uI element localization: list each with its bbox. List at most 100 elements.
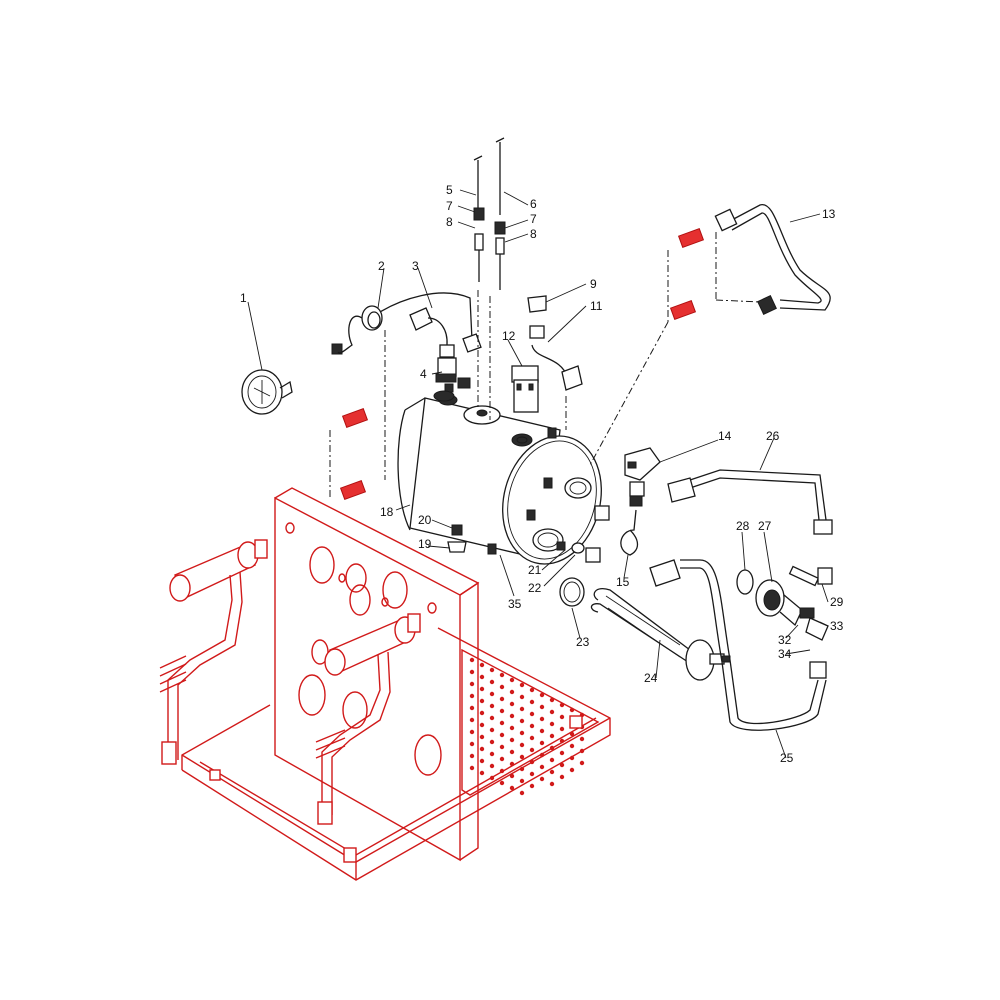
drip-tray-hole [529, 735, 535, 741]
drip-tray-hole [469, 693, 475, 699]
drip-tray-hole [499, 708, 505, 714]
callout-29: 29 [830, 595, 844, 609]
drip-tray-hole [529, 711, 535, 717]
drip-tray-hole [539, 716, 545, 722]
drip-tray-hole [529, 783, 535, 789]
drip-tray-hole [499, 768, 505, 774]
callout-8a: 8 [446, 215, 453, 229]
safety-valve [511, 365, 539, 413]
drip-tray-hole [469, 705, 475, 711]
drip-tray-hole [479, 734, 485, 740]
drip-tray-hole [489, 739, 495, 745]
callout-14: 14 [718, 429, 732, 443]
callout-18: 18 [380, 505, 394, 519]
drip-tray-hole [519, 730, 525, 736]
drip-tray-hole [519, 778, 525, 784]
callout-24: 24 [644, 671, 658, 685]
drip-tray-hole [479, 746, 485, 752]
callout-7b: 7 [530, 212, 537, 226]
pressure-switch-tube [585, 505, 639, 563]
boiler [397, 383, 602, 565]
drip-tray-hole [489, 703, 495, 709]
drip-tray-hole [559, 750, 565, 756]
drip-tray-hole [579, 736, 585, 742]
callout-22: 22 [528, 581, 542, 595]
drip-tray-hole [519, 790, 525, 796]
callout-6: 6 [530, 197, 537, 211]
heating-element [590, 588, 731, 681]
callout-13: 13 [822, 207, 836, 221]
drip-tray-hole [509, 737, 515, 743]
drip-tray-hole [479, 674, 485, 680]
drip-tray-hole [479, 686, 485, 692]
callout-11: 11 [590, 299, 603, 313]
drip-tray-hole [549, 733, 555, 739]
hot-water-tubes [649, 469, 833, 731]
pump-tube [589, 204, 831, 466]
drip-tray-hole [559, 726, 565, 732]
callout-28: 28 [736, 519, 750, 533]
drip-tray-hole [479, 698, 485, 704]
drip-tray-hole [529, 771, 535, 777]
drip-tray-hole [489, 667, 495, 673]
drip-tray-hole [569, 743, 575, 749]
drip-tray-hole [559, 738, 565, 744]
callout-25: 25 [780, 751, 794, 765]
callout-34: 34 [778, 647, 792, 661]
drip-tray-hole [489, 679, 495, 685]
callout-7a: 7 [446, 199, 453, 213]
callout-19: 19 [418, 537, 432, 551]
drip-tray-hole [529, 723, 535, 729]
drip-tray-hole [509, 785, 515, 791]
callout-2: 2 [378, 259, 385, 273]
drip-tray-hole [549, 781, 555, 787]
drip-tray-hole [489, 691, 495, 697]
drain-valve [447, 524, 497, 555]
drip-tray-hole [479, 710, 485, 716]
drip-tray-hole [539, 764, 545, 770]
drip-tray-hole [469, 669, 475, 675]
callout-33: 33 [830, 619, 844, 633]
callout-15: 15 [616, 575, 630, 589]
red-fittings [329, 330, 386, 501]
drip-tray-hole [549, 709, 555, 715]
drip-tray-hole [539, 776, 545, 782]
drip-tray-hole [469, 717, 475, 723]
drip-tray-hole [469, 729, 475, 735]
drip-tray-hole [549, 757, 555, 763]
drip-tray-hole [509, 725, 515, 731]
drip-tray-hole [519, 766, 525, 772]
callout-1: 1 [240, 291, 247, 305]
drip-tray-hole [539, 740, 545, 746]
drip-tray-hole [499, 720, 505, 726]
drip-tray-hole [529, 747, 535, 753]
pressure-switch [624, 447, 661, 507]
boiler-cap [527, 295, 547, 339]
drip-tray-hole [519, 706, 525, 712]
anti-vacuum-valve [433, 357, 471, 402]
drip-tray-hole [499, 732, 505, 738]
drip-tray-holes [469, 657, 585, 796]
drip-tray-hole [509, 749, 515, 755]
drip-tray-hole [559, 714, 565, 720]
callout-labels: 1 2 3 4 5 6 7 7 8 8 9 11 12 13 14 15 18 … [240, 183, 844, 765]
drip-tray-hole [539, 752, 545, 758]
drip-tray-hole [549, 745, 555, 751]
drip-tray-hole [529, 687, 535, 693]
drip-tray-hole [569, 731, 575, 737]
drip-tray-hole [509, 773, 515, 779]
drip-tray-hole [559, 774, 565, 780]
callout-23: 23 [576, 635, 590, 649]
drip-tray-hole [519, 742, 525, 748]
callout-21: 21 [528, 563, 542, 577]
drip-tray-hole [539, 728, 545, 734]
drip-tray-hole [469, 765, 475, 771]
callout-3: 3 [412, 259, 419, 273]
drip-tray-hole [489, 775, 495, 781]
drip-tray-hole [549, 769, 555, 775]
drip-tray-hole [499, 744, 505, 750]
callout-27: 27 [758, 519, 772, 533]
callout-20: 20 [418, 513, 432, 527]
drip-tray-hole [489, 751, 495, 757]
